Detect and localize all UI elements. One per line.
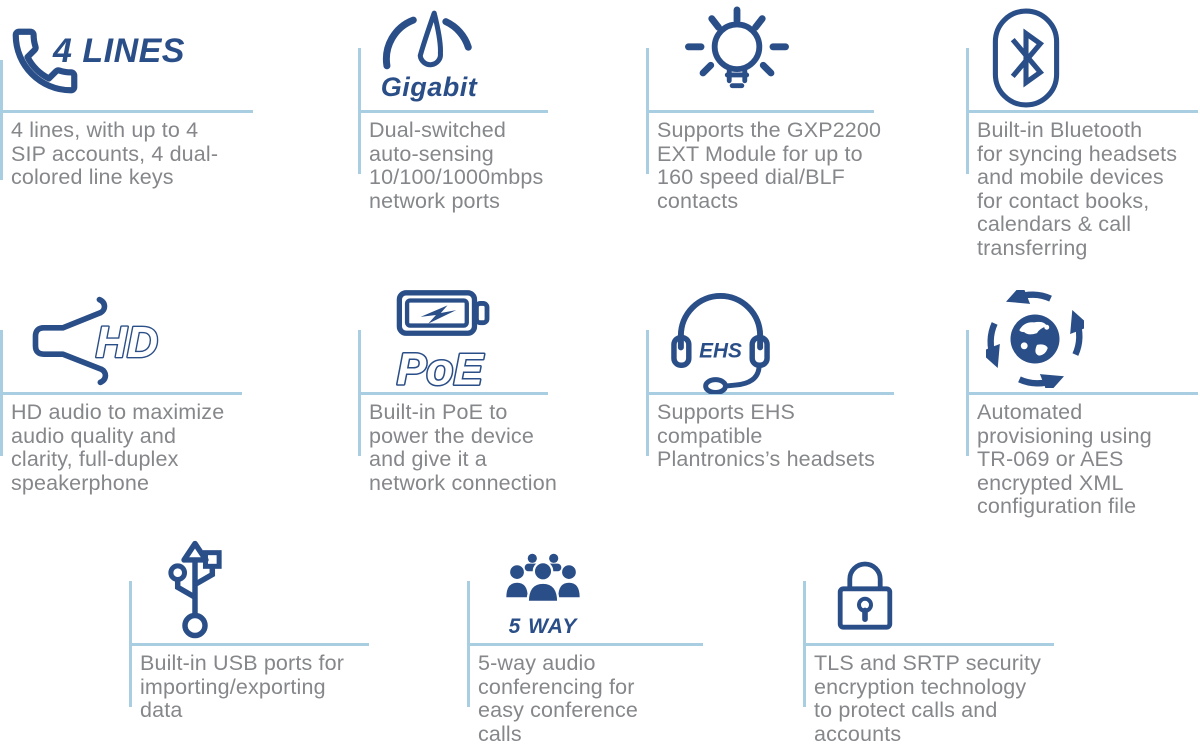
feature-description: 4 lines, with up to 4 SIP accounts, 4 du… (11, 118, 219, 189)
hd-label: HD (96, 319, 158, 367)
hd-speaker-icon: HD (18, 294, 178, 388)
accent-rule-horizontal (467, 643, 703, 646)
accent-rule-horizontal (966, 110, 1198, 113)
feature-description: Built-in USB ports for importing/exporti… (140, 651, 345, 722)
feature-description: Dual-switched auto-sensing 10/100/1000mb… (369, 118, 544, 213)
accent-rule-horizontal (803, 643, 1054, 646)
poe-battery-icon: PoE (384, 288, 512, 392)
feature-title: 5 WAY (508, 615, 578, 638)
feature-description: Supports EHS compatible Plantronics’s he… (657, 400, 876, 471)
light-bulb-icon (678, 6, 796, 108)
feature-description: TLS and SRTP security encryption technol… (814, 651, 1042, 746)
feature-description: 5-way audio conferencing for easy confer… (478, 651, 639, 746)
accent-rule-horizontal (129, 643, 369, 646)
accent-rule-horizontal (358, 110, 548, 113)
people-group-icon (501, 551, 585, 613)
feature-description: Automated provisioning using TR-069 or A… (977, 400, 1152, 518)
accent-rule-vertical (0, 60, 3, 180)
phone-handset-icon (6, 22, 84, 100)
feature-description: Supports the GXP2200 EXT Module for up t… (657, 118, 882, 213)
accent-rule-horizontal (358, 392, 548, 395)
feature-description: Built-in PoE to power the device and giv… (369, 400, 557, 495)
poe-label: PoE (397, 345, 485, 392)
speedometer-icon (376, 10, 480, 72)
accent-rule-horizontal (966, 392, 1198, 395)
ehs-label: EHS (699, 339, 742, 362)
bluetooth-icon (986, 8, 1066, 108)
accent-rule-horizontal (646, 110, 874, 113)
usb-connector-icon (149, 539, 241, 641)
feature-title: Gigabit (380, 72, 478, 102)
accent-rule-horizontal (0, 392, 242, 395)
ehs-headset-icon: EHS (660, 290, 782, 394)
feature-title: 4 LINES (53, 32, 185, 70)
feature-description: Built-in Bluetooth for syncing headsets … (977, 118, 1178, 260)
globe-sync-icon (986, 290, 1084, 388)
accent-rule-horizontal (646, 392, 894, 395)
accent-rule-horizontal (0, 110, 253, 113)
padlock-icon (829, 547, 901, 637)
feature-description: HD audio to maximize audio quality and c… (11, 400, 225, 495)
